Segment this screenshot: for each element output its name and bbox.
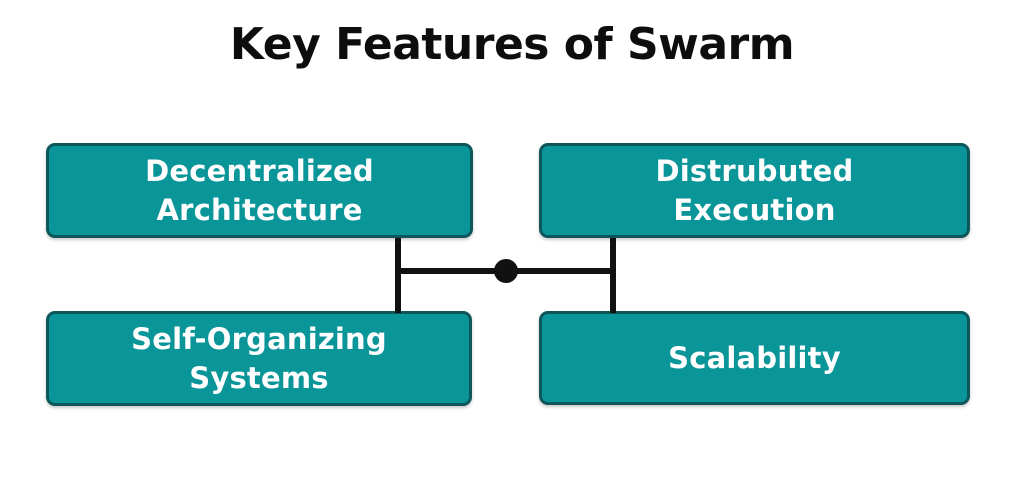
connector-junction-dot	[494, 259, 518, 283]
node-label-distrubuted-execution: Distrubuted Execution	[655, 154, 854, 227]
node-scalability: Scalability	[539, 311, 970, 405]
connector-vertical-left	[395, 238, 401, 313]
node-distrubuted-execution: Distrubuted Execution	[539, 143, 970, 238]
node-label-self-organizing-systems: Self-Organizing Systems	[131, 322, 387, 395]
node-label-scalability: Scalability	[668, 340, 841, 375]
diagram-title: Key Features of Swarm	[229, 19, 795, 70]
node-decentralized-architecture: Decentralized Architecture	[46, 143, 473, 238]
node-self-organizing-systems: Self-Organizing Systems	[46, 311, 472, 406]
connector-vertical-right	[610, 238, 616, 313]
node-label-decentralized-architecture: Decentralized Architecture	[145, 154, 374, 227]
